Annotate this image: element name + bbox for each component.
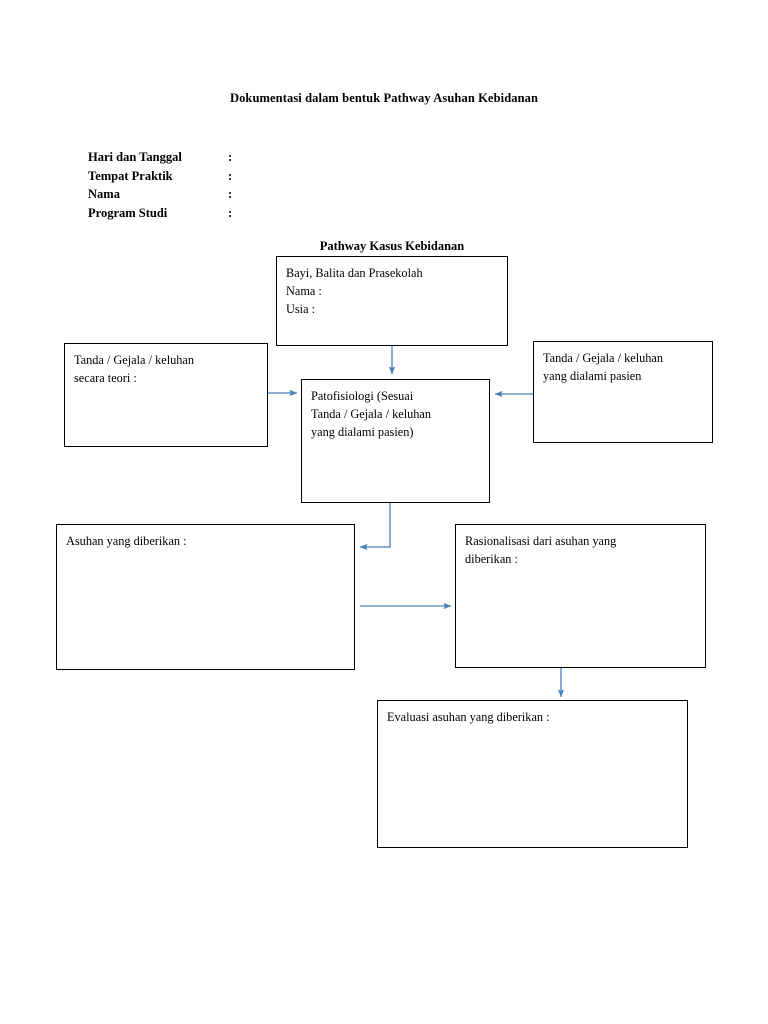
box-tanda-gejala-pasien[interactable]: Tanda / Gejala / keluhan yang dialami pa… [533,341,713,443]
field-label: Nama [88,187,120,201]
header-field-list: Hari dan Tanggal : Tempat Praktik : Nama… [88,148,360,222]
field-colon: : [228,150,233,164]
field-colon: : [228,168,233,183]
box-evaluasi-asuhan[interactable]: Evaluasi asuhan yang diberikan : [377,700,688,848]
field-row-nama: Nama : [88,185,360,204]
field-row-hari-dan-tanggal: Hari dan Tanggal : [88,148,360,167]
box-tanda-gejala-teori[interactable]: Tanda / Gejala / keluhan secara teori : [64,343,268,447]
field-label: Hari dan Tanggal [88,150,182,164]
box-patofisiologi[interactable]: Patofisiologi (Sesuai Tanda / Gejala / k… [301,379,490,503]
box-bayi-balita-prasekolah[interactable]: Bayi, Balita dan Prasekolah Nama : Usia … [276,256,508,346]
page-title: Dokumentasi dalam bentuk Pathway Asuhan … [229,91,539,105]
field-colon: : [228,205,233,220]
field-label: Tempat Praktik [88,168,173,183]
field-colon: : [228,187,233,201]
field-label: Program Studi [88,205,168,220]
box-rasionalisasi-asuhan[interactable]: Rasionalisasi dari asuhan yang diberikan… [455,524,706,668]
field-row-program-studi: Program Studi : [88,204,360,223]
diagram-subtitle: Pathway Kasus Kebidanan [319,239,465,253]
arrow-center-to-asuhan [359,503,391,551]
field-row-tempat-praktik: Tempat Praktik : [88,167,360,186]
box-asuhan-yang-diberikan[interactable]: Asuhan yang diberikan : [56,524,355,670]
